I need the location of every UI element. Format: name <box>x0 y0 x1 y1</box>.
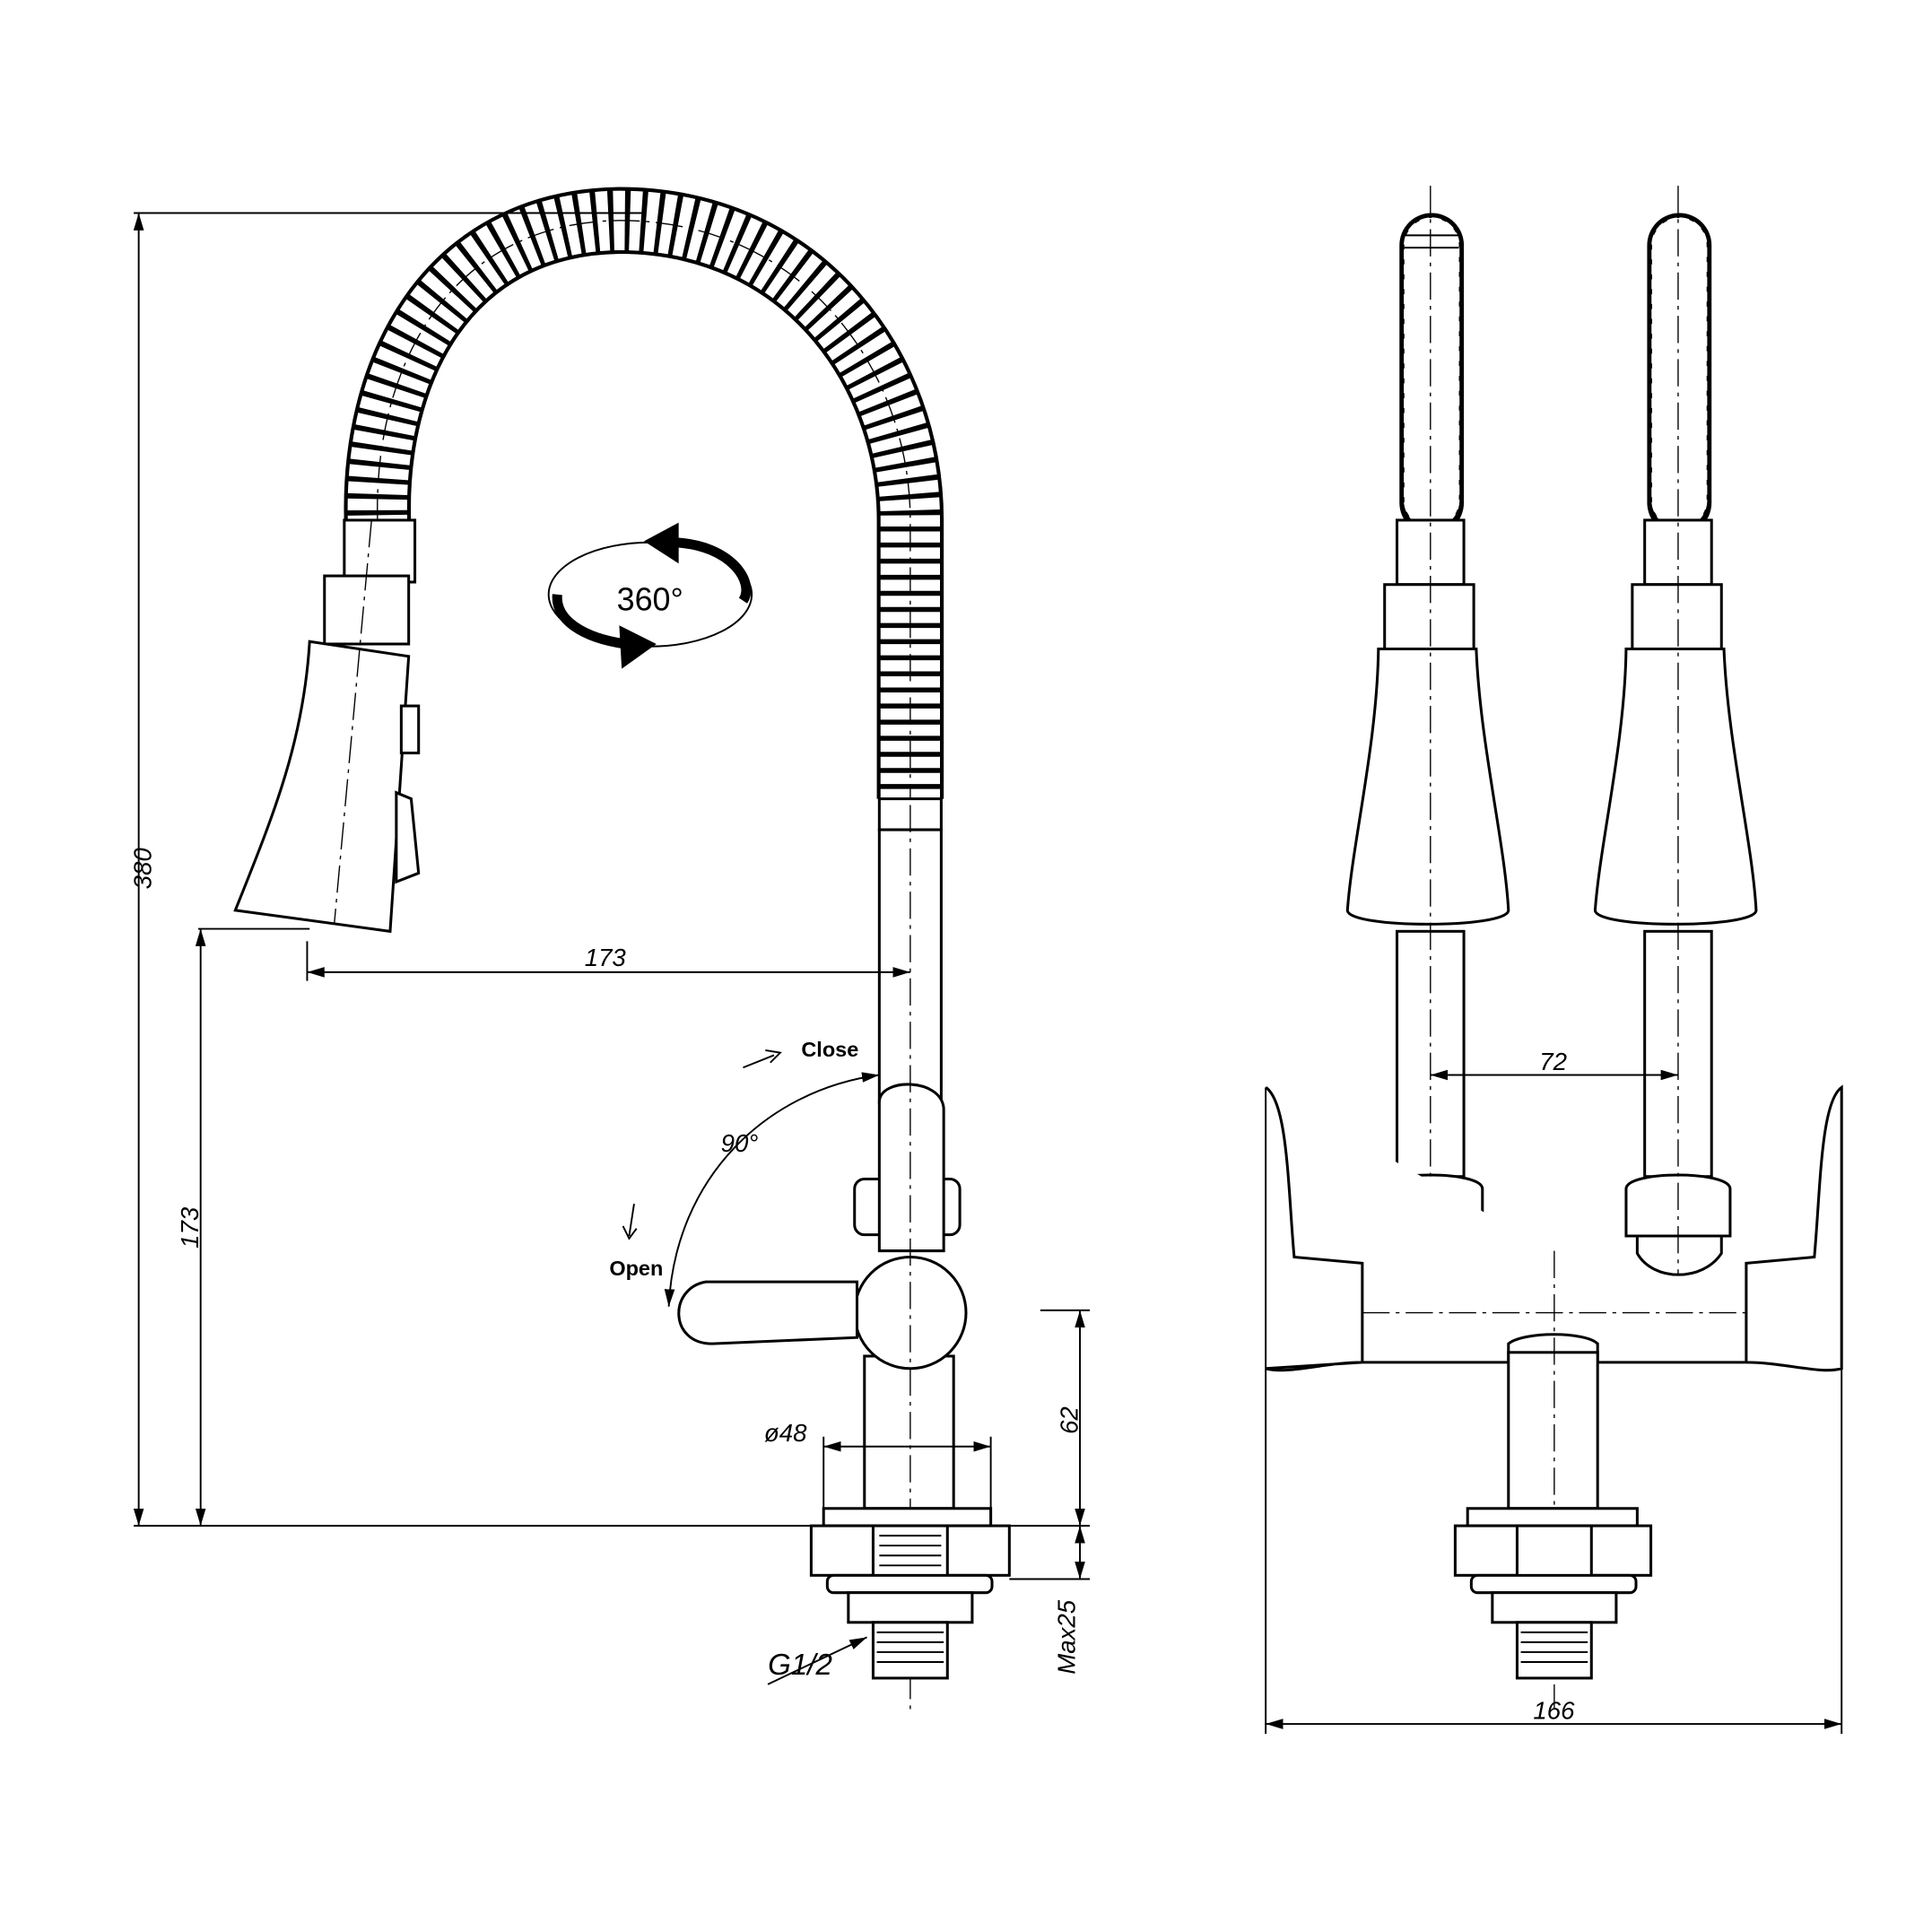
thread-label: G1/2 <box>768 1649 832 1682</box>
spray-assembly-left <box>1345 186 1510 1276</box>
close-label: Close <box>801 1038 858 1061</box>
side-view: 380 173 173 ø48 62 Max25 G1/2 90° Close … <box>128 187 1091 1716</box>
mounting-base <box>809 1507 1011 1680</box>
rotation-indicator: 360° <box>547 522 753 669</box>
max-thickness-label: Max25 <box>1053 1599 1081 1675</box>
base-diameter-label: ø48 <box>764 1419 807 1447</box>
handle-height-label: 62 <box>1055 1406 1083 1434</box>
spray-spacing-label: 72 <box>1539 1048 1567 1075</box>
handle-angle-label: 90° <box>721 1129 759 1157</box>
open-label: Open <box>609 1257 663 1280</box>
front-view: 72 166 <box>1265 186 1843 1735</box>
spray-assembly-right <box>1593 186 1758 1276</box>
front-body <box>1265 1084 1843 1710</box>
spray-head <box>233 518 421 934</box>
rotate-arrow-icon <box>644 522 679 564</box>
spout-height-label: 173 <box>176 1206 204 1249</box>
total-width-label: 166 <box>1533 1697 1575 1725</box>
close-arrow-icon <box>743 1049 782 1069</box>
open-arrow-icon <box>622 1203 638 1240</box>
side-dimensions: 380 173 173 ø48 62 Max25 G1/2 90° Close … <box>128 212 1091 1685</box>
rotation-label: 360° <box>617 582 683 618</box>
total-height-label: 380 <box>128 848 156 890</box>
spout-reach-label: 173 <box>585 944 627 971</box>
front-dimensions: 72 166 <box>1265 1048 1843 1735</box>
flexible-hose <box>344 187 944 799</box>
